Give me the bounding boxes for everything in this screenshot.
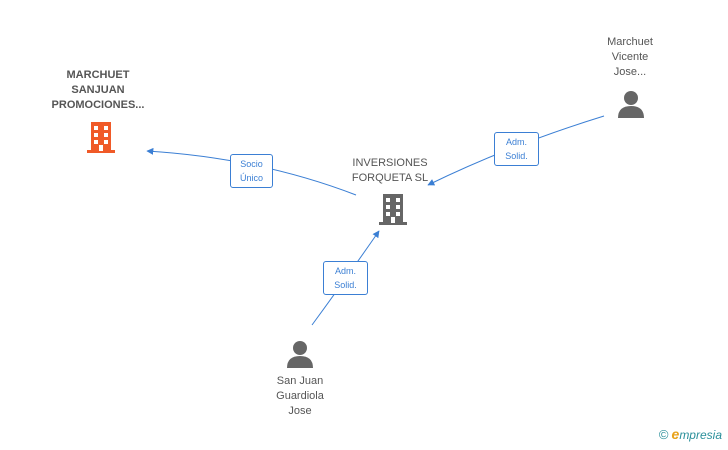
person-icon[interactable] (616, 89, 646, 119)
node-label-line: San Juan (276, 375, 324, 387)
building-icon[interactable] (85, 120, 117, 154)
empresia-logo: empresia (672, 426, 722, 442)
edge-label-line: Solid. (505, 151, 528, 161)
edge-label-socio-unico[interactable]: Socio Único (230, 154, 273, 188)
edge-label-adm-solid-bottom[interactable]: Adm. Solid. (323, 261, 368, 295)
edge-label-adm-solid-top[interactable]: Adm. Solid. (494, 132, 539, 166)
node-label-line: Jose (288, 405, 312, 417)
node-label-marchuet-sanjuan: MARCHUET SANJUAN PROMOCIONES... (38, 68, 158, 113)
node-label-line: PROMOCIONES... (51, 99, 145, 111)
node-label-sanjuan-guardiola: San Juan Guardiola Jose (250, 374, 350, 419)
node-label-line: INVERSIONES (352, 157, 428, 169)
empresia-logo-text: mpresia (679, 428, 722, 442)
person-icon[interactable] (285, 339, 315, 369)
edge-label-line: Adm. (334, 266, 356, 276)
empresia-watermark: © empresia (659, 426, 722, 442)
edge-label-line: Único (239, 173, 263, 183)
node-label-line: FORQUETA SL (351, 172, 429, 184)
edge-label-line: Solid. (334, 280, 357, 290)
node-label-line: SANJUAN (71, 84, 125, 96)
edge-label-line: Socio (240, 159, 263, 169)
node-label-inversiones-forqueta: INVERSIONES FORQUETA SL (330, 156, 450, 186)
node-label-line: Vicente (611, 51, 649, 63)
node-label-line: Guardiola (276, 390, 324, 402)
building-icon[interactable] (377, 192, 409, 226)
empresia-logo-initial: e (671, 426, 680, 442)
edge-label-line: Adm. (505, 137, 527, 147)
node-label-line: Marchuet (607, 36, 653, 48)
copyright-symbol: © (658, 426, 669, 442)
node-label-line: MARCHUET (66, 69, 130, 81)
node-label-marchuet-vicente: Marchuet Vicente Jose... (580, 35, 680, 80)
node-label-line: Jose... (613, 66, 647, 78)
